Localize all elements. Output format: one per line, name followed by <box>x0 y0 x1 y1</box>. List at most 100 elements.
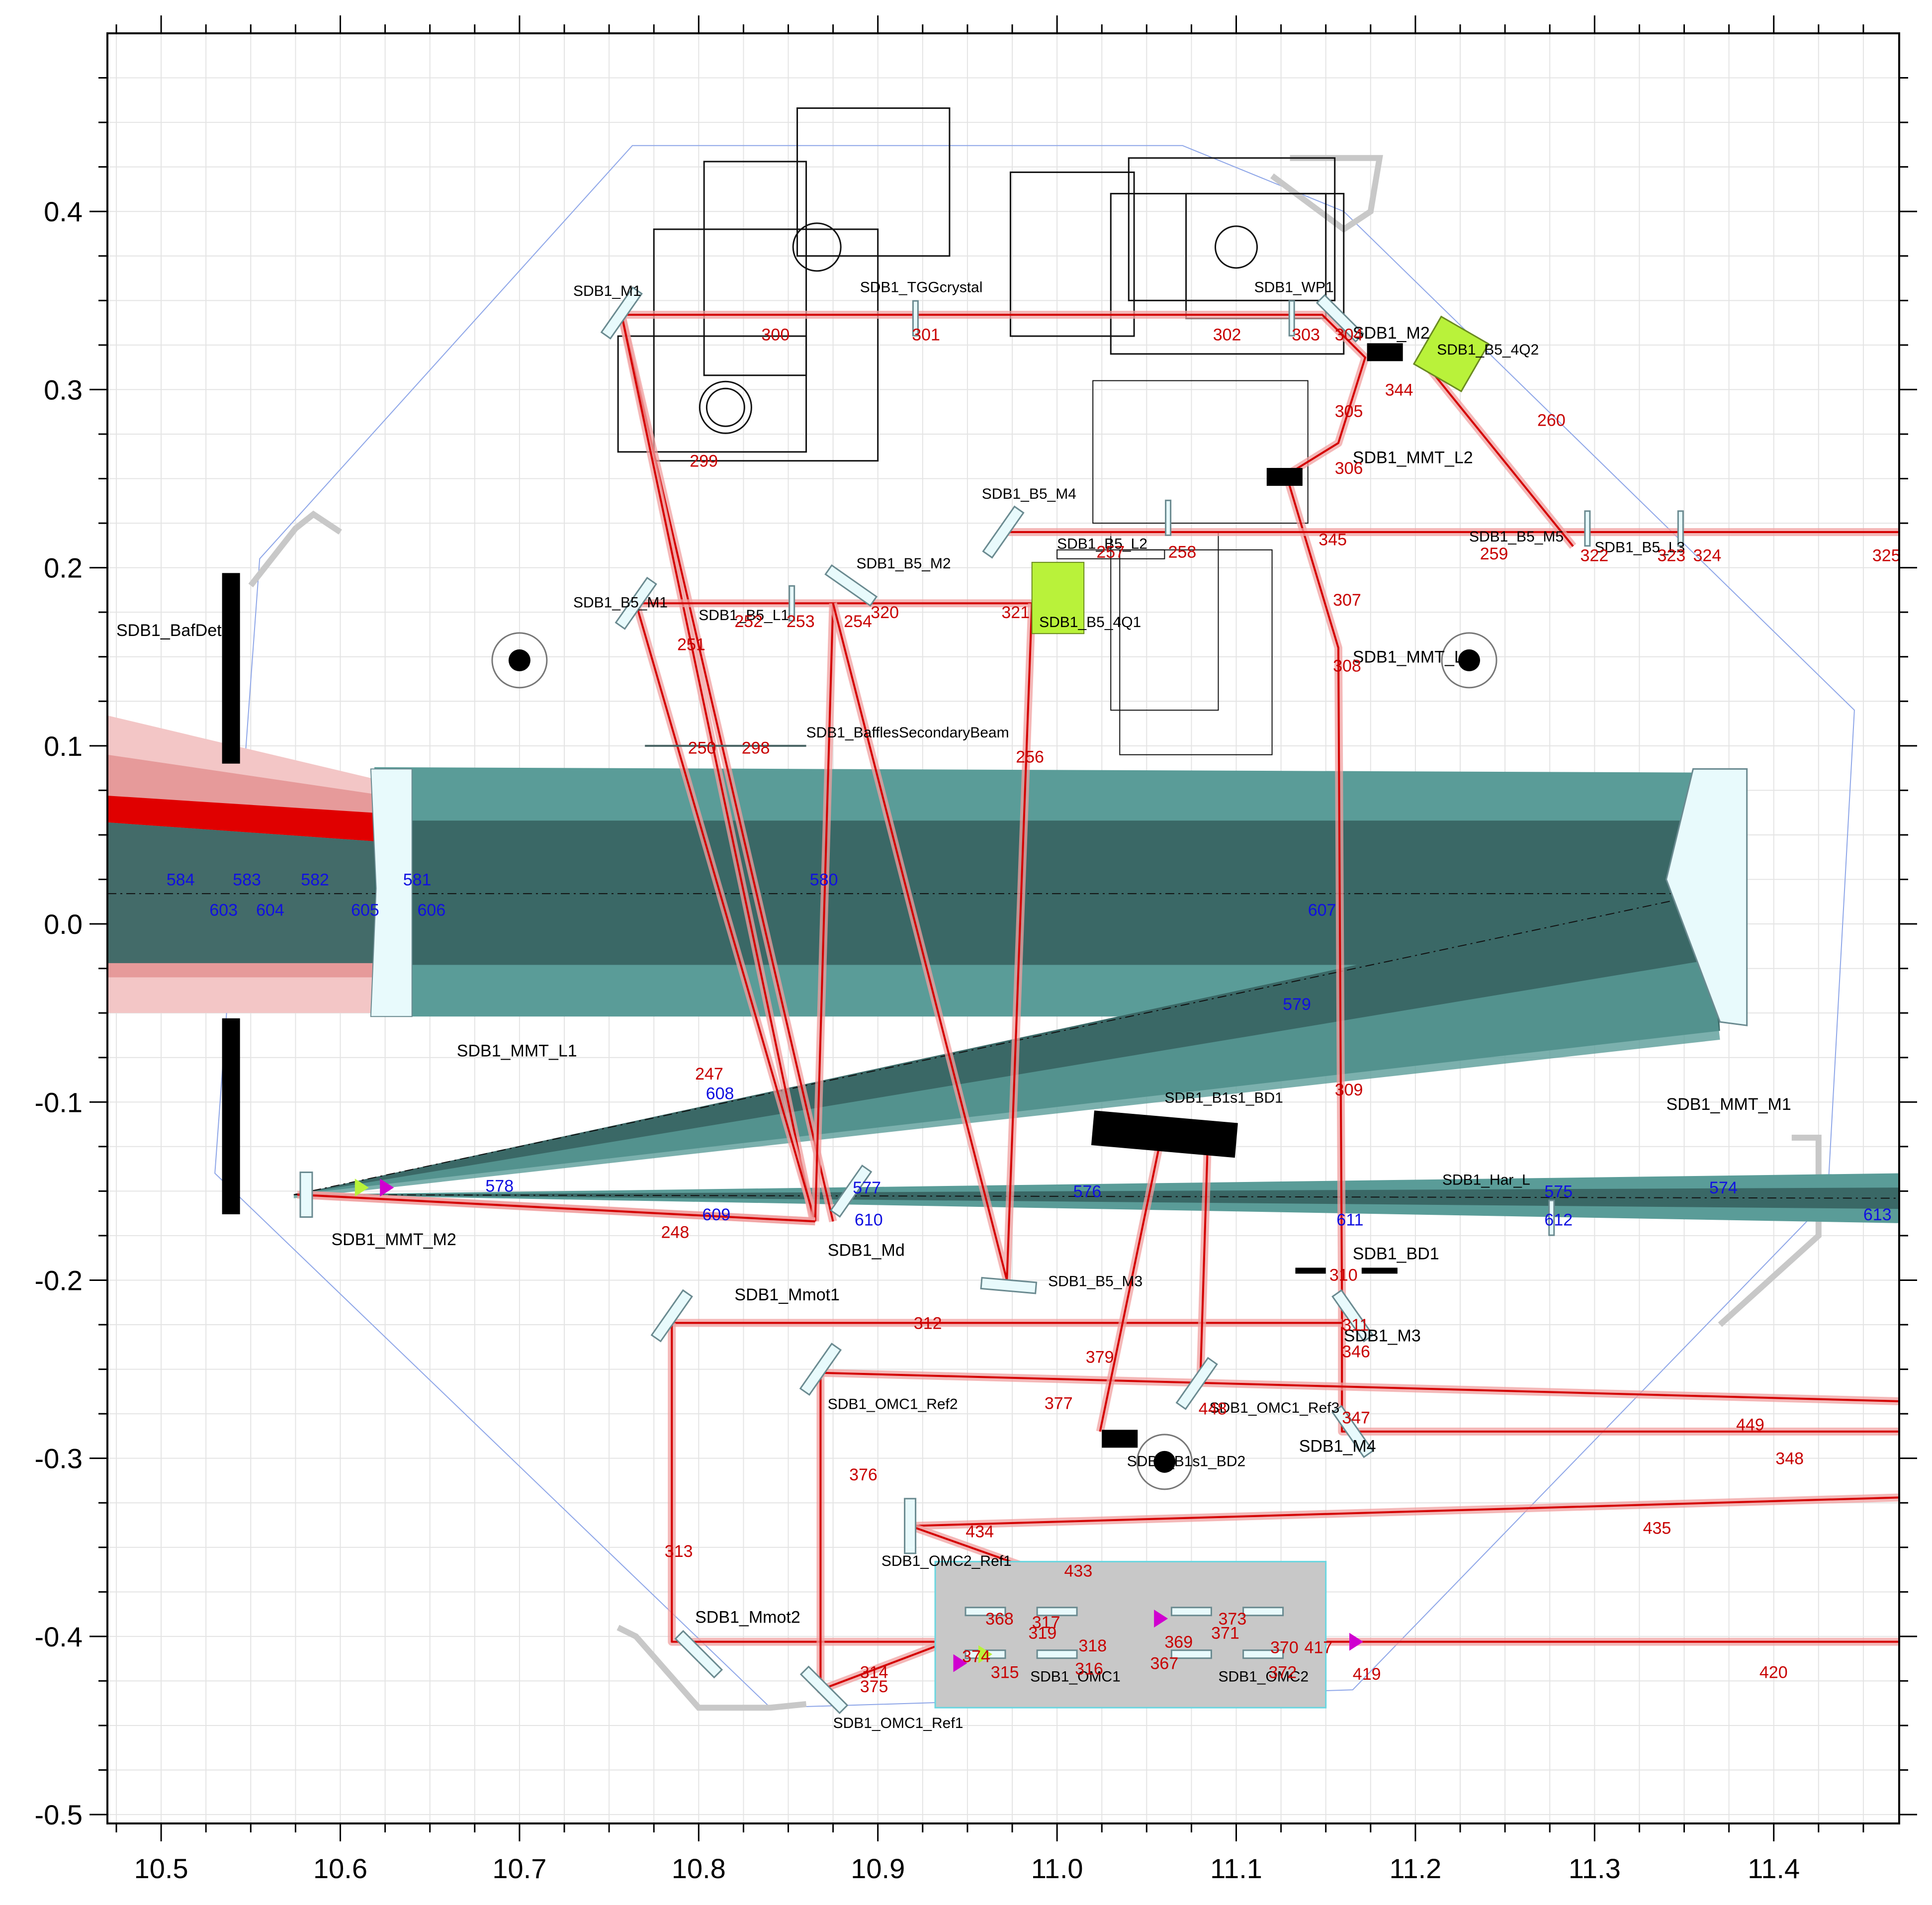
beam-envelopes <box>107 715 1900 1223</box>
beam-label-blue: 580 <box>810 871 838 890</box>
waveplate-mount <box>1009 171 1135 337</box>
lens-mmt-l1 <box>370 768 413 1017</box>
waveplate-ring <box>1215 225 1258 269</box>
red-beams <box>297 311 1900 1694</box>
lower-beam-inner <box>293 1187 1899 1209</box>
beam-dump-b1s1-bd1-body <box>1091 1110 1238 1158</box>
beam-label-red: 316 <box>1075 1659 1103 1678</box>
component-label: SDB1_OMC2_Ref1 <box>881 1553 1012 1569</box>
y-tick-label: -0.3 <box>35 1443 83 1474</box>
mirror-m2-body <box>1316 294 1365 343</box>
component-label: SDB1_Mmot1 <box>734 1285 840 1304</box>
y-tick-label: -0.1 <box>35 1087 83 1118</box>
lens-body <box>1165 499 1172 536</box>
beam-label-blue: 607 <box>1308 901 1336 919</box>
beam-path <box>910 1496 1900 1527</box>
beam-label-red: 377 <box>1045 1394 1073 1413</box>
beam-label-blue: 612 <box>1544 1211 1573 1230</box>
beam-label-red: 374 <box>962 1647 990 1666</box>
beam-label-red: 300 <box>762 325 790 344</box>
component-label: SDB1_B1s1_BD1 <box>1164 1090 1283 1106</box>
omc2-mirror-c-body <box>1170 1649 1212 1659</box>
pedestal-bolt <box>1153 1451 1176 1473</box>
mirror-b5-m1 <box>615 576 657 630</box>
plot-frame <box>106 32 1900 1824</box>
beam-label-red: 347 <box>1342 1408 1370 1427</box>
lens <box>789 585 795 622</box>
component-label: SDB1_MMT_L1 <box>457 1041 577 1060</box>
beam-label-blue: 577 <box>853 1179 881 1197</box>
beam-marker <box>354 1179 369 1197</box>
beam-path <box>1099 1146 1160 1432</box>
mirror-mmot1 <box>650 1289 693 1343</box>
lens <box>912 300 919 337</box>
beam-label-red: 376 <box>849 1465 878 1484</box>
mirror-m1-body <box>600 286 643 340</box>
omc1-mirror-b-body <box>1036 1607 1078 1617</box>
x-tick-label: 11.3 <box>1569 1853 1621 1884</box>
beam-marker <box>1154 1610 1168 1628</box>
beam-label-blue: 611 <box>1336 1211 1363 1230</box>
x-tick-label: 11.1 <box>1210 1853 1262 1884</box>
beam-path <box>1425 364 1574 547</box>
component-label: SDB1_B5_M2 <box>857 555 951 572</box>
lens-body <box>1288 300 1295 337</box>
component-label: SDB1_B5_L1 <box>699 607 789 624</box>
folded-beam <box>293 888 1720 1195</box>
beam-label-blue: 603 <box>209 901 238 919</box>
beam-label-red: 371 <box>1211 1624 1239 1643</box>
axis-tick-labels: 10.5 10.6 10.7 10.8 10.9 11.0 11.1 11.2 … <box>35 196 1800 1884</box>
pedestal-ring <box>1441 632 1497 689</box>
mirror-mmot1-body <box>650 1289 693 1343</box>
beam-label-red: 324 <box>1693 546 1722 565</box>
beam-label-red: 247 <box>695 1065 723 1084</box>
beam-label-red: 315 <box>991 1663 1019 1682</box>
y-tick-label: 0.0 <box>44 908 83 940</box>
pedestal-ring <box>491 632 548 689</box>
beam-label-blue: 613 <box>1863 1205 1892 1224</box>
beam-label-red: 299 <box>690 452 718 471</box>
mirror-mmt-m2-body <box>299 1172 313 1218</box>
beam-label-red: 325 <box>1872 546 1901 565</box>
mirror-omc1-ref2-body <box>799 1343 842 1396</box>
component-label: SDB1_M2 <box>1353 324 1430 343</box>
beam-label-red: 303 <box>1292 325 1320 344</box>
beam-label-blue: 578 <box>485 1177 514 1196</box>
mirror-omc1-ref3 <box>1175 1357 1218 1410</box>
beam-label-red: 372 <box>1268 1663 1297 1682</box>
beam-label-red: 319 <box>1029 1624 1057 1643</box>
beam-label-red: 312 <box>914 1314 942 1333</box>
beam-label-blue: 610 <box>855 1211 883 1230</box>
mirror-b5-m2 <box>824 564 878 607</box>
component-label: SDB1_B5_M4 <box>982 486 1076 502</box>
beam-marker <box>1349 1633 1363 1651</box>
component-label: SDB1_M4 <box>1299 1437 1376 1456</box>
mirror-mmt-m1 <box>1665 768 1748 1026</box>
lens <box>1288 300 1295 337</box>
beam-label-red: 368 <box>985 1610 1014 1629</box>
mirror-b5-m1-body <box>615 576 657 630</box>
mirror-m1 <box>600 286 643 340</box>
lens-body <box>912 300 919 337</box>
rotation-stage-inner <box>705 387 745 427</box>
beam-label-blue: 605 <box>351 901 379 919</box>
x-tick-label: 10.9 <box>851 1853 905 1884</box>
pedestal-bolt <box>1458 649 1481 671</box>
y-tick-label: -0.2 <box>35 1265 83 1296</box>
component-label: SDB1_TGGcrystal <box>860 279 983 296</box>
beam-path <box>820 1371 1900 1402</box>
baffle-bottom <box>616 1625 807 1711</box>
component-label: SDB1_OMC1_Ref1 <box>833 1715 964 1731</box>
beam-label-red: 322 <box>1581 546 1609 565</box>
beam-label-red: 305 <box>1335 402 1363 421</box>
mirror-omc2-ref1-body <box>904 1498 917 1554</box>
beam-label-red: 435 <box>1643 1519 1671 1538</box>
mirror-omc1-ref3-body <box>1175 1357 1218 1410</box>
y-tick-label: -0.5 <box>35 1799 83 1830</box>
component-label: SDB1_M3 <box>1344 1327 1421 1346</box>
component-label: SDB1_Md <box>828 1241 905 1260</box>
beam-label-blue: 604 <box>256 901 284 919</box>
beam-label-blue: 606 <box>418 901 446 919</box>
